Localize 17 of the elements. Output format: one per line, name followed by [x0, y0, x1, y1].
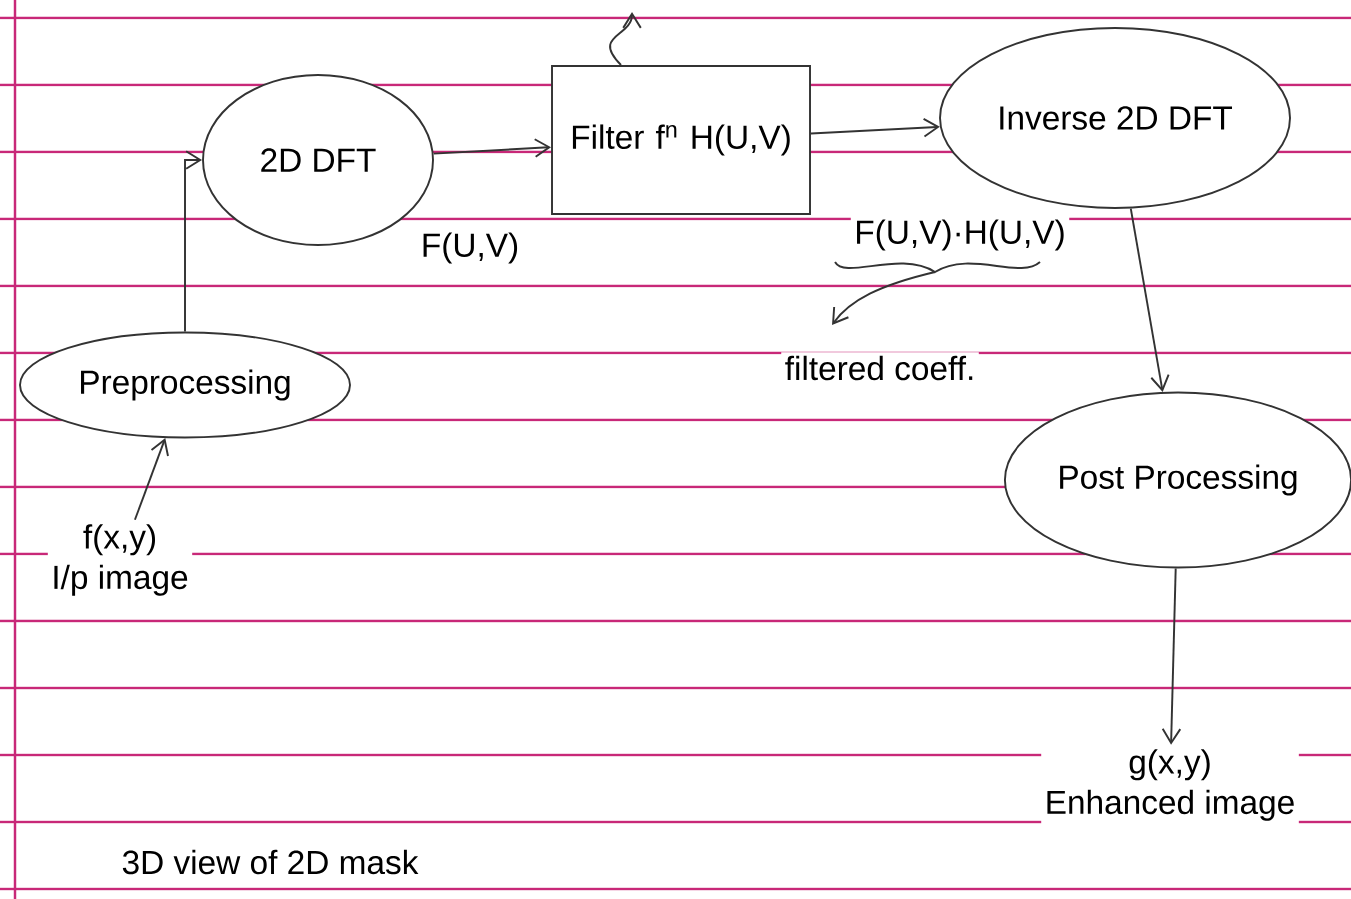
arrow [184, 150, 203, 333]
process-box: Filter f$^{n}$ H(U,V) [551, 65, 811, 215]
arrow [432, 138, 552, 158]
note-text: 3D view of 2D mask [118, 846, 422, 878]
node-label: Post Processing [1060, 464, 1297, 496]
note-text: filtered coeff. [781, 352, 979, 384]
ellipse-node: Preprocessing [19, 331, 351, 439]
arrow [1129, 207, 1170, 392]
arrow [810, 117, 940, 138]
ellipse-node: Post Processing [1003, 391, 1351, 569]
arrow [134, 438, 169, 521]
signal-label: f(x,y) I/p image [47, 520, 193, 600]
signal-label: g(x,y) Enhanced image [1041, 745, 1299, 825]
arrow [1161, 567, 1182, 745]
arrow [609, 12, 642, 66]
edge-label: F(U,V)·H(U,V) [850, 215, 1070, 255]
ellipse-node: Inverse 2D DFT [939, 27, 1291, 209]
